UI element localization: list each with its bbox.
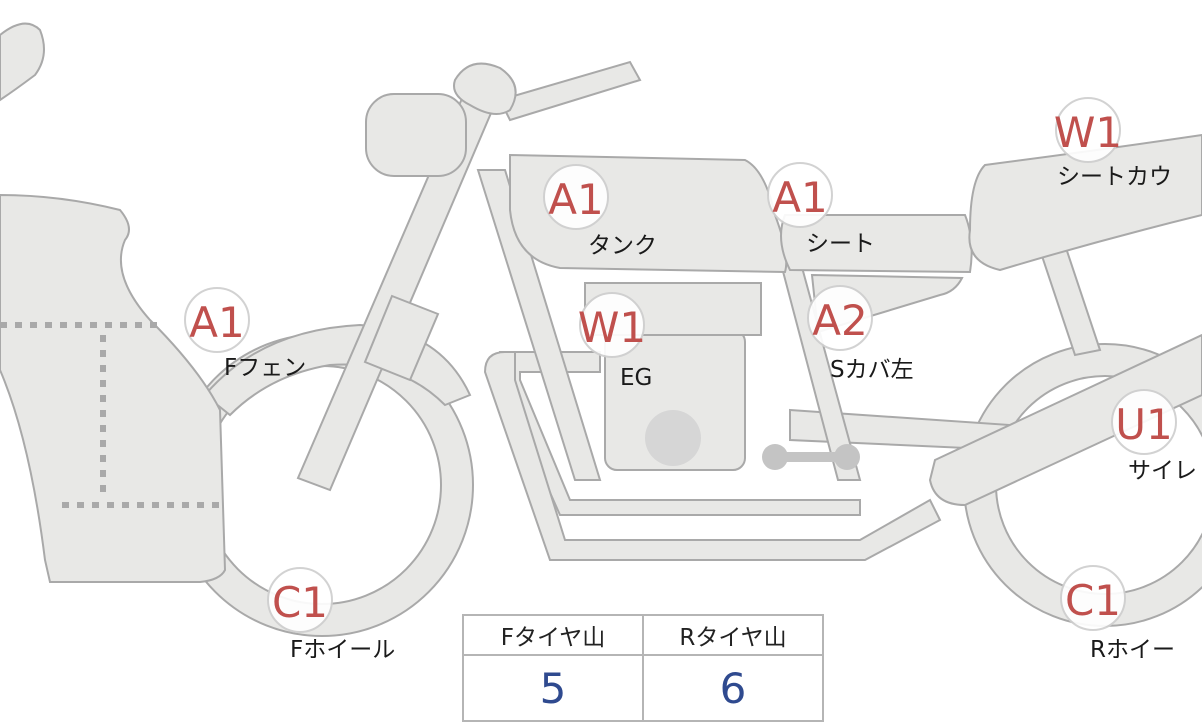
svg-text:A2: A2 [812,296,867,345]
part-label-seat-cowl: シートカウ [1057,164,1172,190]
damage-marker-rear-wheel[interactable]: C1 [1060,565,1126,631]
dotted-guide [0,322,220,508]
fork-cover [363,294,440,382]
part-label-silencer: サイレ [1128,458,1197,484]
part-label-side-cover: Sカバ左 [830,357,914,383]
frame [476,169,602,481]
rear-tire-value: 6 [642,654,824,722]
rear-shock [1038,243,1102,357]
mirror-mount [453,62,517,115]
damage-marker-side-cover[interactable]: A2 [807,285,873,351]
damage-marker-engine[interactable]: W1 [578,292,646,358]
front-tire-header: Fタイヤ山 [462,614,644,656]
damage-marker-front-wheel[interactable]: C1 [267,567,333,633]
svg-text:W1: W1 [1054,108,1122,157]
front-tire-value: 5 [462,654,644,722]
part-label-tank: タンク [588,233,657,259]
damage-marker-silencer[interactable]: U1 [1111,389,1177,455]
part-label-engine: EG [620,365,652,391]
engine [584,282,762,471]
svg-text:W1: W1 [578,303,646,352]
damage-marker-seat-cowl[interactable]: W1 [1054,97,1122,163]
svg-text:A1: A1 [548,175,603,224]
tire-tread-table: Fタイヤ山 Rタイヤ山 5 6 [462,614,824,722]
headlight [365,93,467,177]
damage-marker-tank[interactable]: A1 [543,164,609,230]
exhaust-pipes [483,351,942,561]
part-label-front-fender: Fフェン [224,355,306,381]
rear-tire-header: Rタイヤ山 [642,614,824,656]
damage-marker-seat[interactable]: A1 [767,162,833,228]
part-label-front-wheel: Fホイール [290,637,395,663]
damage-marker-front-fender[interactable]: A1 [184,287,250,353]
svg-text:C1: C1 [272,578,328,627]
svg-text:U1: U1 [1115,400,1172,449]
handlebar [498,60,642,122]
kick-lever [762,444,860,470]
svg-text:A1: A1 [772,173,827,222]
seat [780,214,973,274]
svg-text:A1: A1 [189,298,244,347]
part-label-seat: シート [806,231,875,257]
front-body [0,193,227,583]
part-label-rear-wheel: Rホイー [1090,637,1175,663]
svg-text:C1: C1 [1065,576,1121,625]
windscreen [0,22,45,102]
